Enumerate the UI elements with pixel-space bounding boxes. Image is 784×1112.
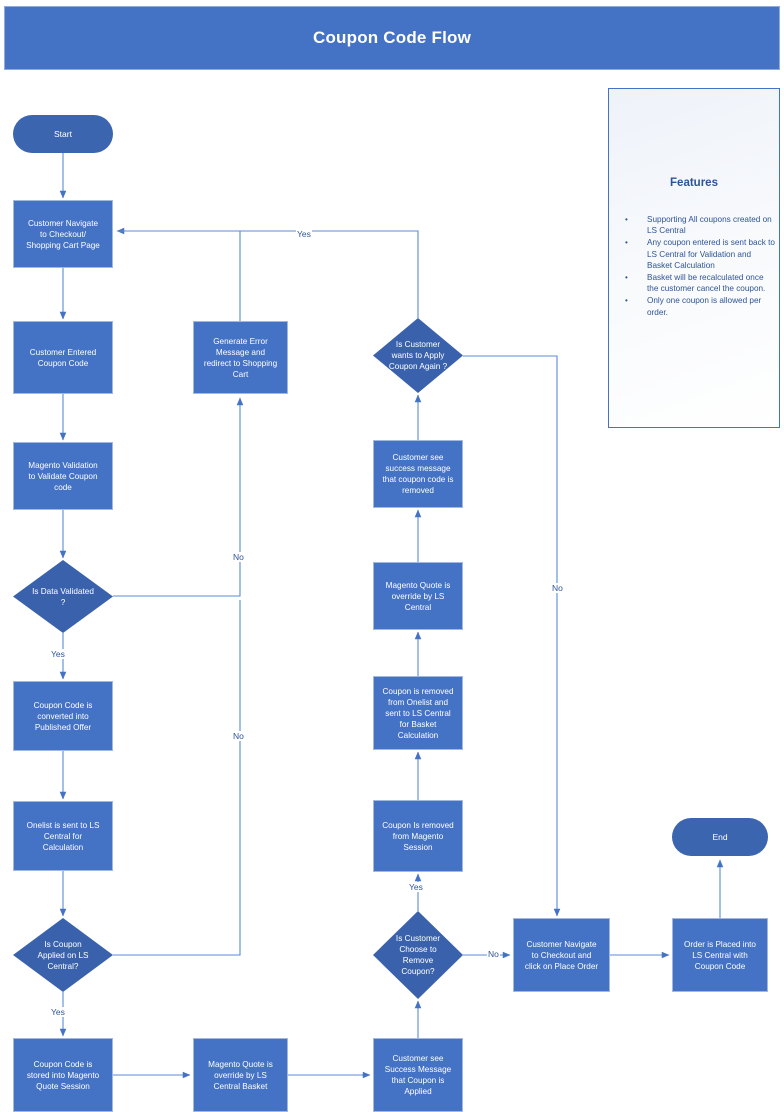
features-list: • Supporting All coupons created on LS Ce… xyxy=(623,214,775,319)
node-label: Is Customer wants to Apply Coupon Again … xyxy=(388,340,448,371)
node-label: Magento Quote is override by LS Central xyxy=(385,580,451,612)
feature-item-text: Only one coupon is allowed per order. xyxy=(647,296,762,317)
edge-applyagain-no xyxy=(463,355,561,917)
node-label: Customer see success message that coupon… xyxy=(382,453,454,495)
node-label: Coupon Code is stored into Magento Quote… xyxy=(26,1059,100,1091)
feature-item-text: Basket will be recalculated once the cus… xyxy=(647,273,766,294)
edge-validated-no xyxy=(113,397,244,597)
node-remove-coupon[interactable]: Is Customer Choose to Remove Coupon? xyxy=(373,911,463,999)
feature-item-text: Supporting All coupons created on LS Cen… xyxy=(647,215,772,236)
node-label: Start xyxy=(54,128,72,139)
node-magento-validate[interactable]: Magento Validation to Validate Coupon co… xyxy=(13,442,113,510)
node-label: Customer see Success Message that Coupon… xyxy=(384,1054,452,1096)
node-published-offer[interactable]: Coupon Code is converted into Published … xyxy=(13,681,113,751)
bullet-icon: • xyxy=(625,273,628,283)
feature-item: • Any coupon entered is sent back to LS C… xyxy=(623,237,775,271)
features-panel: Features • Supporting All coupons created… xyxy=(608,88,780,428)
node-order-placed[interactable]: Order is Placed into LS Central with Cou… xyxy=(672,918,768,992)
edge-label-no-applied: No xyxy=(232,731,245,741)
node-see-applied[interactable]: Customer see Success Message that Coupon… xyxy=(373,1038,463,1112)
node-start[interactable]: Start xyxy=(13,115,113,153)
feature-item: • Basket will be recalculated once the cu… xyxy=(623,272,775,294)
edge-applied-no xyxy=(113,600,241,956)
page-title: Coupon Code Flow xyxy=(312,28,472,47)
edge-label-yes-validate: Yes xyxy=(50,649,66,659)
node-stored-session[interactable]: Coupon Code is stored into Magento Quote… xyxy=(13,1038,113,1112)
feature-item: • Supporting All coupons created on LS Ce… xyxy=(623,214,775,236)
node-place-order[interactable]: Customer Navigate to Checkout and click … xyxy=(513,918,610,992)
edge-label-no-remove: No xyxy=(487,949,500,959)
edge-label-yes-top: Yes xyxy=(296,229,312,239)
node-data-validated[interactable]: Is Data Validated ? xyxy=(13,560,113,633)
bullet-icon: • xyxy=(625,238,628,248)
edge-applyagain-yes xyxy=(117,230,419,318)
node-coupon-applied[interactable]: Is Coupon Applied on LS Central? xyxy=(13,918,113,992)
node-generate-error[interactable]: Generate Error Message and redirect to S… xyxy=(193,321,288,394)
features-title: Features xyxy=(670,177,718,189)
node-label: Onelist is sent to LS Central for Calcul… xyxy=(26,820,100,852)
node-label: Order is Placed into LS Central with Cou… xyxy=(684,939,756,971)
node-entered[interactable]: Customer Entered Coupon Code xyxy=(13,321,113,394)
edge-error-navigate xyxy=(116,227,241,321)
node-removed-onelist[interactable]: Coupon is removed from Onelist and sent … xyxy=(373,676,463,750)
edge-label-no-apply-again: No xyxy=(551,583,564,593)
feature-item-text: Any coupon entered is sent back to LS Ce… xyxy=(647,238,775,270)
node-label: Customer Entered Coupon Code xyxy=(29,347,97,368)
node-label: Coupon is removed from Onelist and sent … xyxy=(382,686,454,740)
bullet-icon: • xyxy=(625,296,628,306)
node-label: Magento Quote is override by LS Central … xyxy=(208,1059,273,1091)
node-see-removed[interactable]: Customer see success message that coupon… xyxy=(373,440,463,508)
node-label: Coupon Is removed from Magento Session xyxy=(382,820,454,852)
node-apply-again[interactable]: Is Customer wants to Apply Coupon Again … xyxy=(373,318,463,393)
node-navigate[interactable]: Customer Navigate to Checkout/ Shopping … xyxy=(13,200,113,268)
node-label: End xyxy=(712,831,728,842)
node-override-quote[interactable]: Magento Quote is override by LS Central xyxy=(373,562,463,630)
node-label: Customer Navigate to Checkout/ Shopping … xyxy=(26,218,100,250)
node-onelist-sent[interactable]: Onelist is sent to LS Central for Calcul… xyxy=(13,801,113,871)
node-end[interactable]: End xyxy=(672,818,768,856)
feature-item: • Only one coupon is allowed per order. xyxy=(623,295,775,317)
page-title-bar: Coupon Code Flow xyxy=(4,6,780,70)
node-label: Generate Error Message and redirect to S… xyxy=(203,336,278,379)
bullet-icon: • xyxy=(625,215,628,224)
node-label: Magento Validation to Validate Coupon co… xyxy=(28,460,98,492)
edge-label-yes-remove: Yes xyxy=(408,882,424,892)
node-label: Customer Navigate to Checkout and click … xyxy=(524,939,599,971)
node-override-basket[interactable]: Magento Quote is override by LS Central … xyxy=(193,1038,288,1112)
edge-label-yes-applied: Yes xyxy=(50,1007,66,1017)
edge-label-no-validate: No xyxy=(232,552,245,562)
node-label: Is Coupon Applied on LS Central? xyxy=(37,939,89,971)
node-removed-magento[interactable]: Coupon Is removed from Magento Session xyxy=(373,800,463,872)
node-label: Is Customer Choose to Remove Coupon? xyxy=(395,934,441,976)
node-label: Coupon Code is converted into Published … xyxy=(33,700,93,732)
node-label: Is Data Validated ? xyxy=(32,586,94,607)
